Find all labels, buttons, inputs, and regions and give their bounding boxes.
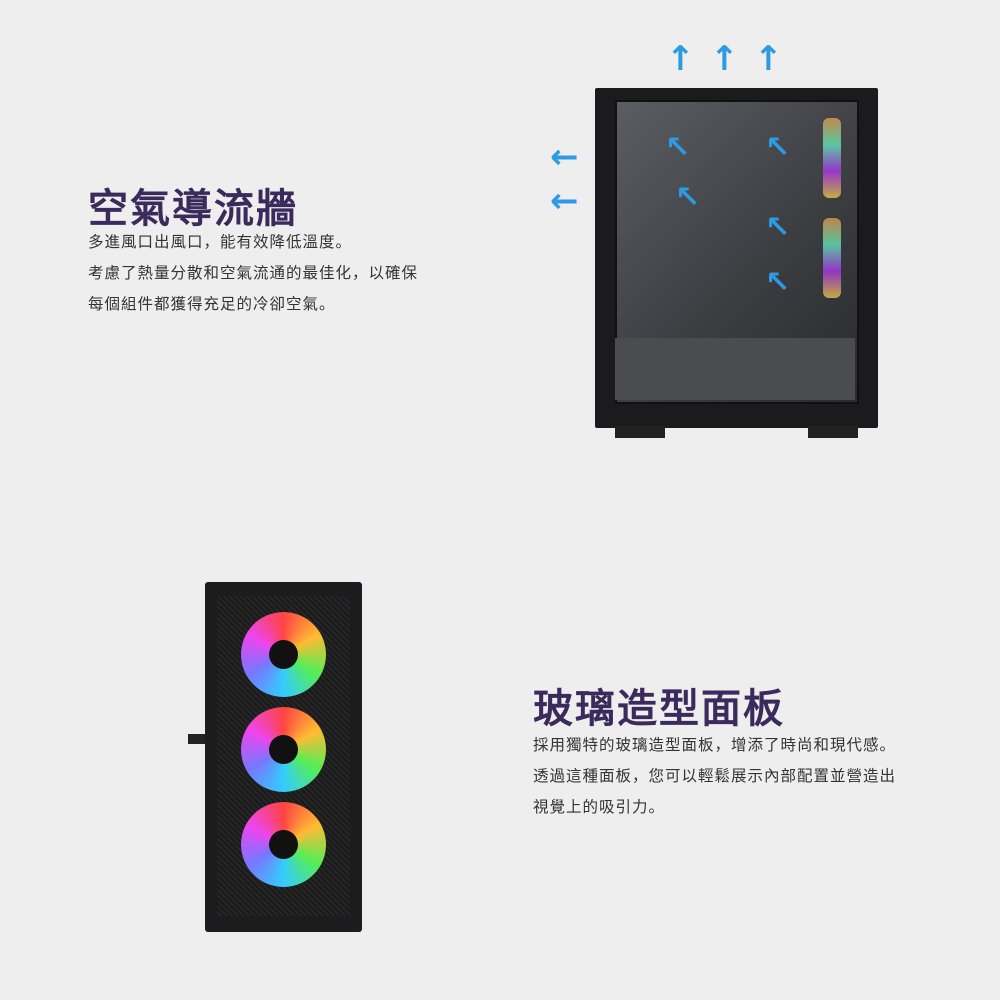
- rgb-fan: [241, 612, 326, 697]
- section-title-airflow: 空氣導流牆: [88, 186, 298, 232]
- airflow-arrow-icon: ↖: [765, 130, 791, 165]
- case-foot: [808, 426, 858, 438]
- airflow-left-arrow-icon: ←: [550, 181, 579, 221]
- desc-line: 每個組件都獲得充足的冷卻空氣。: [88, 295, 336, 313]
- airflow-left-arrow-icon: ←: [550, 137, 579, 177]
- rgb-fan: [823, 118, 841, 198]
- rgb-fan: [241, 802, 326, 887]
- rgb-fan: [241, 707, 326, 792]
- pc-case-front-view-image: [205, 582, 362, 932]
- airflow-up-arrow-icon: ↑: [754, 39, 783, 79]
- case-handle: [188, 734, 205, 744]
- section-description-airflow: 多進風口出風口，能有效降低溫度。 考慮了熱量分散和空氣流通的最佳化，以確保 每個…: [88, 227, 418, 320]
- airflow-up-arrow-icon: ↑: [666, 39, 695, 79]
- desc-line: 視覺上的吸引力。: [533, 798, 666, 816]
- airflow-arrow-icon: ↖: [765, 210, 791, 245]
- pc-case-side-view-image: ↖ ↖ ↖ ↖ ↖: [595, 88, 878, 438]
- airflow-arrow-icon: ↖: [675, 180, 701, 215]
- desc-line: 採用獨特的玻璃造型面板，增添了時尚和現代感。: [533, 736, 897, 754]
- case-foot: [615, 426, 665, 438]
- desc-line: 透過這種面板，您可以輕鬆展示內部配置並營造出: [533, 767, 897, 785]
- desc-line: 多進風口出風口，能有效降低溫度。: [88, 233, 353, 251]
- section-description-glass-panel: 採用獨特的玻璃造型面板，增添了時尚和現代感。 透過這種面板，您可以輕鬆展示內部配…: [533, 730, 896, 823]
- desc-line: 考慮了熱量分散和空氣流通的最佳化，以確保: [88, 264, 419, 282]
- airflow-up-arrow-icon: ↑: [710, 39, 739, 79]
- airflow-arrow-icon: ↖: [665, 130, 691, 165]
- section-title-glass-panel: 玻璃造型面板: [533, 686, 785, 732]
- airflow-arrow-icon: ↖: [765, 265, 791, 300]
- psu-shroud: [615, 338, 855, 400]
- rgb-fan: [823, 218, 841, 298]
